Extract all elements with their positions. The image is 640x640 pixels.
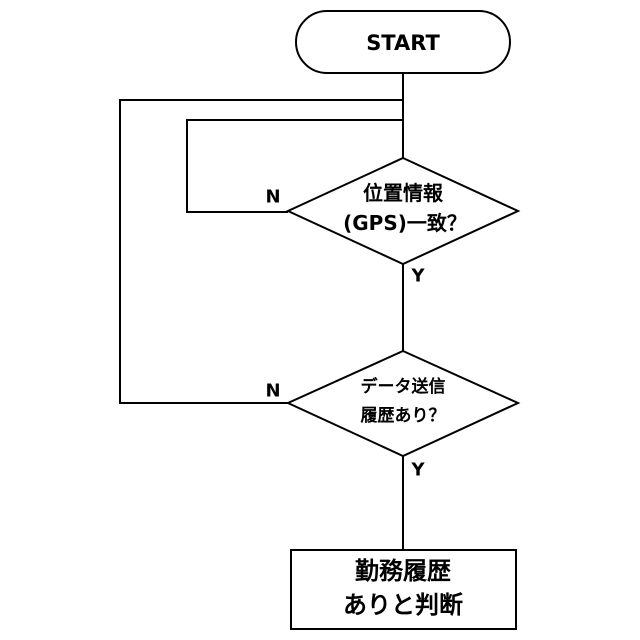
decision-history-yes-label: Y: [410, 460, 425, 481]
decision-history-no-label: N: [265, 381, 280, 402]
decision-gps-no-label: N: [265, 187, 280, 208]
loop-back-decision2-no: [120, 100, 403, 403]
start-label: START: [366, 31, 440, 55]
decision-gps-line1: 位置情報: [363, 181, 444, 205]
decision-history-line1: データ送信: [361, 376, 446, 397]
decision-data-history: [288, 351, 518, 456]
decision-gps-yes-label: Y: [410, 266, 425, 287]
connectors: [120, 73, 403, 550]
end-process-line1: 勤務履歴: [355, 557, 451, 585]
decision-gps-line2: (GPS)一致？: [343, 211, 467, 235]
decision-history-line2: 履歴あり？: [361, 406, 446, 426]
end-process-line2: ありと判断: [343, 591, 463, 619]
